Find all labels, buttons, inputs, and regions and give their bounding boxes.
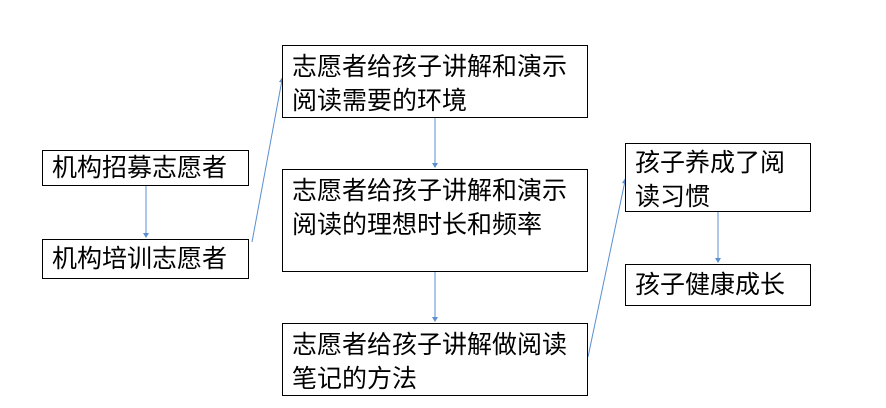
node-reading-habit: 孩子养成了阅读习惯 bbox=[625, 143, 811, 212]
arrowhead-duration-to-notes bbox=[432, 317, 438, 322]
arrowhead-habit-to-growth bbox=[715, 258, 721, 263]
node-healthy-growth: 孩子健康成长 bbox=[625, 264, 811, 306]
edge-notes-to-habit bbox=[587, 180, 626, 358]
edge-train-to-environment bbox=[251, 79, 283, 243]
node-explain-note-taking: 志愿者给孩子讲解做阅读笔记的方法 bbox=[282, 323, 588, 396]
node-explain-duration-frequency: 志愿者给孩子讲解和演示阅读的理想时长和频率 bbox=[282, 169, 588, 272]
node-train-volunteers: 机构培训志愿者 bbox=[42, 239, 249, 279]
node-recruit-volunteers: 机构招募志愿者 bbox=[42, 150, 249, 186]
arrowhead-environment-to-duration bbox=[432, 163, 438, 168]
arrowhead-recruit-to-train bbox=[143, 233, 149, 238]
node-explain-environment: 志愿者给孩子讲解和演示阅读需要的环境 bbox=[282, 45, 588, 118]
